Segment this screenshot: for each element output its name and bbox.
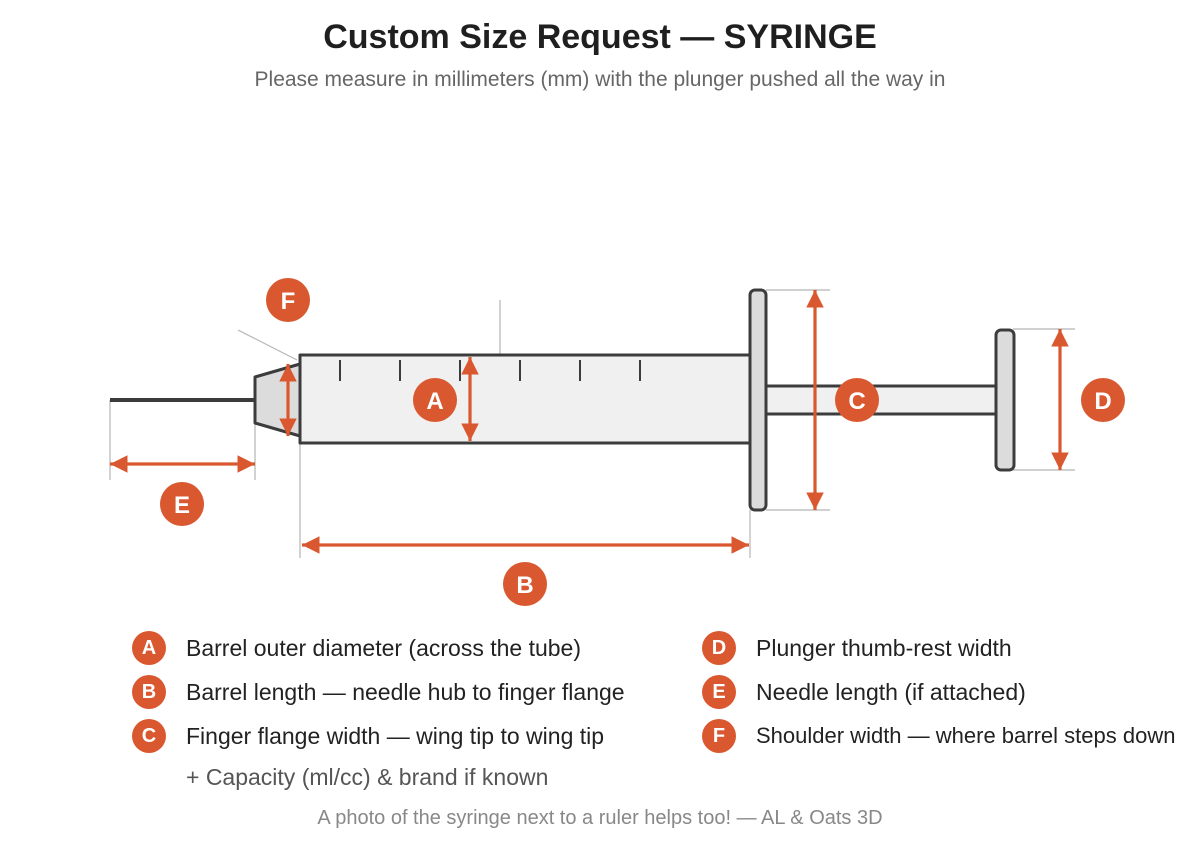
badge-b: B [503,562,547,606]
legend-item-c: C Finger flange width — wing tip to wing… [132,718,604,754]
legend-label-f: Shoulder width — where barrel steps down [756,723,1176,748]
shoulder-leader-line [237,329,298,361]
barrel [298,353,752,445]
syringe-diagram: A B C D E F [109,278,1125,606]
barrel-graduation-marks [339,360,641,381]
legend-item-f: F Shoulder width — where barrel steps do… [702,718,1175,754]
legend-badge-a: A [132,631,166,665]
legend-badge-b: B [132,675,166,709]
plunger-thumb-rest [994,328,1016,472]
svg-text:F: F [281,288,296,315]
badge-d: D [1081,378,1125,422]
needle-hub [253,362,302,438]
svg-text:D: D [1094,388,1111,415]
legend-label-a: Barrel outer diameter (across the tube) [186,634,582,661]
badge-c: C [835,378,879,422]
legend-label-e: Needle length (if attached) [756,678,1026,705]
diagram-badges: A B C D E F [160,278,1125,606]
finger-flange [748,288,768,512]
legend-item-d: D Plunger thumb-rest width [702,630,1012,666]
badge-e: E [160,482,204,526]
legend-label-d: Plunger thumb-rest width [756,634,1012,661]
footer-note: A photo of the syringe next to a ruler h… [317,807,883,829]
page-subtitle: Please measure in millimeters (mm) with … [254,68,946,91]
legend-label-c: Finger flange width — wing tip to wing t… [186,722,605,749]
legend-badge-c: C [132,719,166,753]
svg-text:E: E [174,492,190,519]
legend-badge-e: E [702,675,736,709]
page-title: Custom Size Request — SYRINGE [323,18,877,56]
badge-f: F [266,278,310,322]
legend-item-b: B Barrel length — needle hub to finger f… [132,674,625,710]
legend-label-b: Barrel length — needle hub to finger fla… [186,678,625,705]
svg-text:A: A [426,388,443,415]
legend-item-e: E Needle length (if attached) [702,674,1026,710]
legend-item-a: A Barrel outer diameter (across the tube… [132,630,581,666]
svg-text:B: B [516,572,533,599]
svg-text:C: C [848,388,865,415]
syringe [110,288,1016,512]
capacity-note: + Capacity (ml/cc) & brand if known [186,764,549,790]
legend-badge-d: D [702,631,736,665]
legend-badge-f: F [702,719,736,753]
dimension-arrows [110,290,1069,554]
badge-a: A [413,378,457,422]
plunger-rod [762,384,1000,416]
